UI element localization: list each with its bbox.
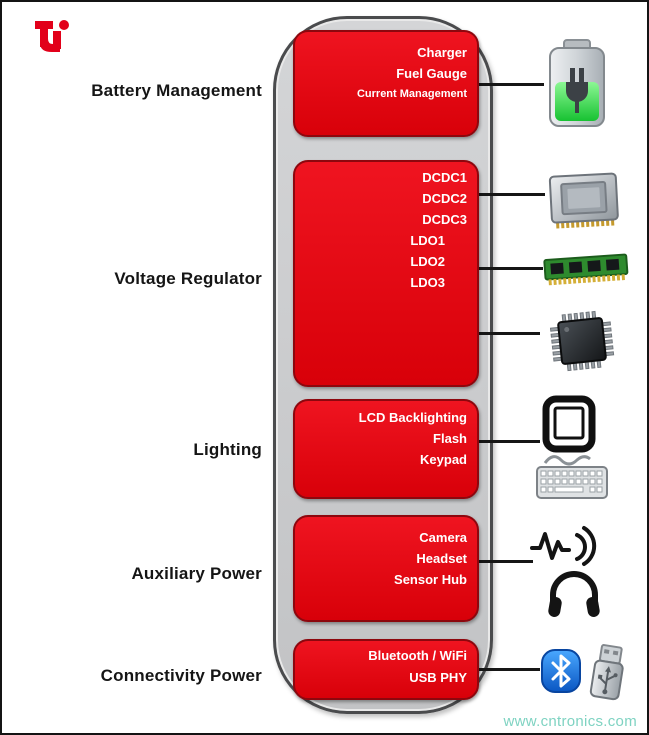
- chip-icon: [537, 303, 628, 379]
- block-line: LDO3: [410, 275, 445, 290]
- block-line: Charger: [417, 45, 467, 60]
- connector-line-cpu: [478, 193, 545, 196]
- usb-drive-icon: [582, 641, 634, 703]
- block-line: LCD Backlighting: [358, 410, 467, 425]
- block-line: DCDC1: [422, 170, 467, 185]
- block-line: Camera: [419, 530, 467, 545]
- connector-line-connectivity: [478, 668, 540, 671]
- block-line: Sensor Hub: [394, 572, 467, 587]
- block-lighting: LCD Backlighting Flash Keypad: [293, 399, 479, 499]
- lcd-icon: [540, 395, 598, 453]
- cpu-icon: [544, 170, 627, 232]
- bluetooth-icon: [540, 648, 582, 694]
- block-line: USB PHY: [409, 670, 467, 685]
- block-connectivity-power: Bluetooth / WiFi USB PHY: [293, 639, 479, 700]
- headphones-icon: [545, 567, 603, 623]
- block-line: Fuel Gauge: [396, 66, 467, 81]
- group-label-voltage-regulator: Voltage Regulator: [114, 269, 262, 288]
- block-line: DCDC3: [422, 212, 467, 227]
- group-label-auxiliary-power: Auxiliary Power: [131, 564, 262, 583]
- block-line: Flash: [433, 431, 467, 446]
- watermark-text: www.cntronics.com: [503, 713, 637, 730]
- connector-line-ram: [478, 267, 543, 270]
- group-label-connectivity-power: Connectivity Power: [100, 666, 262, 685]
- block-line: Current Management: [356, 88, 467, 100]
- ti-logo-icon: [28, 16, 80, 60]
- block-line: Bluetooth / WiFi: [368, 648, 467, 663]
- connector-line-auxiliary: [478, 560, 533, 563]
- group-label-lighting: Lighting: [193, 440, 262, 459]
- block-voltage-regulator: DCDC1 DCDC2 DCDC3 LDO1 LDO2 LDO3: [293, 160, 479, 387]
- group-label-battery-management: Battery Management: [91, 81, 262, 100]
- block-battery-management: Charger Fuel Gauge Current Management: [293, 30, 479, 137]
- keyboard-icon: [535, 452, 609, 502]
- connector-line-battery: [478, 83, 544, 86]
- audio-wave-icon: [529, 522, 599, 568]
- block-line: DCDC2: [422, 191, 467, 206]
- connector-line-lighting: [478, 440, 540, 443]
- connector-line-chip: [478, 332, 540, 335]
- block-line: LDO2: [410, 254, 445, 269]
- battery-icon: [544, 38, 610, 130]
- ram-icon: [542, 245, 631, 293]
- block-line: Keypad: [420, 452, 467, 467]
- block-line: Headset: [416, 551, 467, 566]
- block-line: LDO1: [410, 233, 445, 248]
- block-auxiliary-power: Camera Headset Sensor Hub: [293, 515, 479, 622]
